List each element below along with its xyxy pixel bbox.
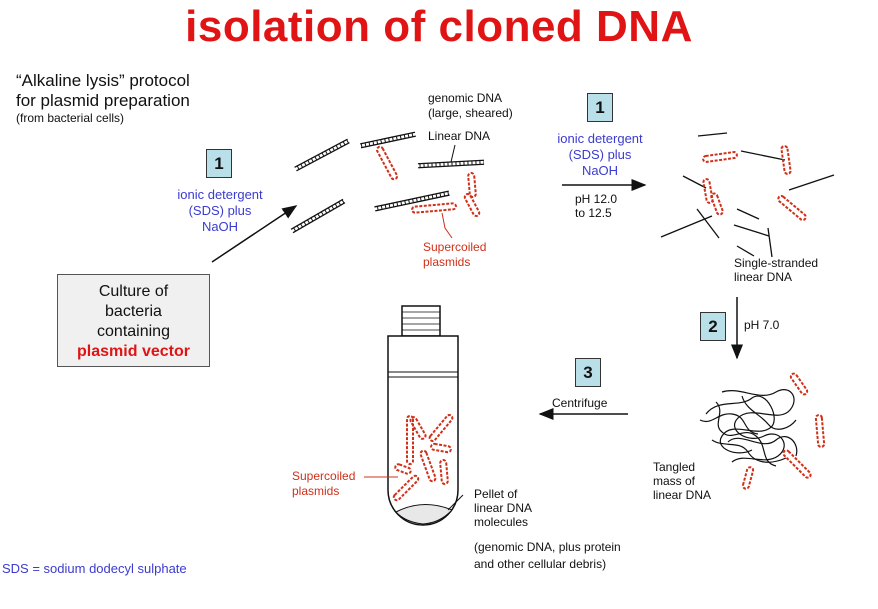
supercoiled-plasmids-label: Supercoiled plasmids <box>423 240 486 270</box>
single-stranded-dna <box>660 132 835 258</box>
step-1b-reagent-line-3: NaOH <box>581 163 619 178</box>
pellet-line-1: Pellet of <box>474 487 518 501</box>
tangled-line-1: Tangled <box>653 460 696 474</box>
protocol-intro: “Alkaline lysis” protocol for plasmid pr… <box>16 71 190 126</box>
tube-supercoiled-line-1: Supercoiled <box>292 469 356 483</box>
debris-label: (genomic DNA, plus protein and other cel… <box>474 539 621 573</box>
tangled-dna-mass <box>699 389 798 467</box>
tangled-line-2: mass of <box>653 474 696 488</box>
step-1b-reagent-line-1: ionic detergent <box>557 131 643 146</box>
step-2-ph: pH 7.0 <box>744 318 780 332</box>
culture-box: Culture of bacteria containing plasmid v… <box>57 274 210 367</box>
step-1b-reagent-line-2: (SDS) plus <box>568 147 632 162</box>
culture-line-1: Culture of <box>98 283 169 300</box>
pellet <box>395 504 453 525</box>
single-stranded-label: Single-stranded linear DNA <box>734 256 818 284</box>
linear-dna-label: Linear DNA <box>428 129 491 143</box>
genomic-label-line-1: genomic DNA <box>428 91 503 105</box>
supercoiled-label-line-2: plasmids <box>423 255 471 269</box>
intro-line-1: “Alkaline lysis” protocol <box>16 71 190 90</box>
step-3-badge: 3 <box>575 358 601 387</box>
linear-dna-pointer <box>450 144 456 163</box>
plasmids-after-step2 <box>741 372 826 490</box>
debris-line-2: and other cellular debris) <box>474 557 607 571</box>
footnote: SDS = sodium dodecyl sulphate <box>2 561 187 576</box>
step-1-badge: 1 <box>206 149 232 178</box>
step-1b-ph-line-1: pH 12.0 <box>575 192 618 206</box>
step-1b-badge: 1 <box>587 93 613 122</box>
tube-supercoiled-label: Supercoiled plasmids <box>292 469 355 499</box>
step-2-badge: 2 <box>700 312 726 341</box>
single-stranded-line-1: Single-stranded <box>734 256 819 270</box>
page-title: isolation of cloned DNA <box>185 2 693 51</box>
tube-plasmids <box>392 414 454 502</box>
tangled-line-3: linear DNA <box>653 488 712 502</box>
tangled-label: Tangled mass of linear DNA <box>653 460 711 502</box>
genomic-dna-label: genomic DNA (large, sheared) <box>428 91 513 121</box>
culture-line-2: bacteria <box>105 303 162 320</box>
single-stranded-line-2: linear DNA <box>734 270 793 284</box>
step-1b-reagent: ionic detergent (SDS) plus NaOH <box>530 131 670 179</box>
culture-line-3: containing <box>97 323 170 340</box>
genomic-label-line-2: (large, sheared) <box>428 106 513 120</box>
intro-line-2: for plasmid preparation <box>16 91 190 110</box>
step-1-reagent-line-1: ionic detergent <box>177 187 263 202</box>
step-1-reagent-line-3: NaOH <box>201 219 239 234</box>
culture-highlight: plasmid vector <box>77 343 190 360</box>
genomic-dna-fragments <box>290 131 485 234</box>
pellet-label: Pellet of linear DNA molecules <box>474 487 532 529</box>
pellet-line-2: linear DNA <box>474 501 533 515</box>
pellet-line-3: molecules <box>474 515 529 529</box>
tube-supercoiled-line-2: plasmids <box>292 484 340 498</box>
step-3-action: Centrifuge <box>552 396 608 410</box>
step-1b-ph-line-2: to 12.5 <box>575 206 612 220</box>
supercoiled-pointer <box>441 212 453 239</box>
intro-line-3: (from bacterial cells) <box>16 111 125 125</box>
step-1-reagent: ionic detergent (SDS) plus NaOH <box>150 187 290 235</box>
plasmids-after-step1 <box>702 145 807 221</box>
supercoiled-label-line-1: Supercoiled <box>423 240 487 254</box>
step-1b-ph: pH 12.0 to 12.5 <box>575 192 617 220</box>
arrow-culture-to-lysis <box>211 205 298 263</box>
debris-line-1: (genomic DNA, plus protein <box>474 540 621 554</box>
pellet-pointer <box>447 494 464 511</box>
step-1-reagent-line-2: (SDS) plus <box>188 203 252 218</box>
